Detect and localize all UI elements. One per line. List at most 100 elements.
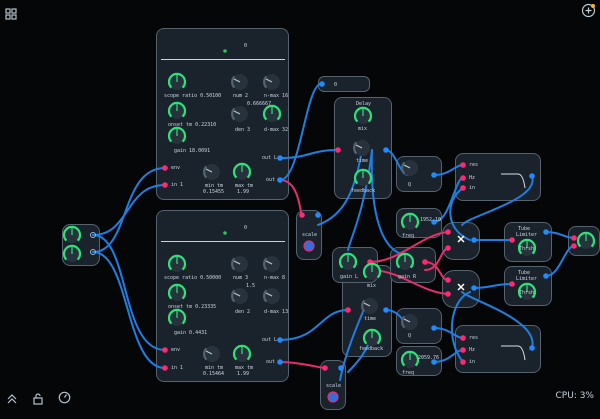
q-knob-bottom[interactable] [400, 312, 420, 332]
scale-top-port-2[interactable] [315, 212, 321, 218]
filter-top-in-port[interactable] [460, 185, 466, 191]
d-max-knob[interactable] [262, 286, 282, 306]
scope-ratio-label: scope ratio 0.50000 [164, 275, 222, 281]
scale-bot-port-2[interactable] [338, 365, 344, 371]
delay-mix-knob[interactable] [362, 262, 382, 282]
cpu-readout: CPU: 3% [555, 391, 594, 401]
filter-top-out-port[interactable] [529, 173, 535, 179]
den-knob[interactable] [230, 104, 250, 124]
out-port-l[interactable] [571, 235, 577, 241]
gain-l-knob[interactable] [338, 252, 358, 272]
filter-bot-hz-port[interactable] [460, 347, 466, 353]
display-line [161, 59, 285, 60]
scale-module-top[interactable] [296, 210, 322, 260]
max-tm-label: max tm [235, 365, 254, 371]
stereo-in-port-l[interactable] [90, 232, 96, 238]
d-max-knob[interactable] [262, 104, 282, 124]
q-label-top: Q [408, 182, 412, 188]
filter-module-bottom[interactable] [455, 325, 541, 373]
max-tm-knob[interactable] [232, 162, 252, 182]
lim-bot-in-port[interactable] [509, 281, 515, 287]
scope-ratio-knob[interactable] [167, 72, 187, 92]
delay-mix-knob[interactable] [353, 106, 373, 126]
gran-top-outl-port[interactable] [277, 155, 283, 161]
delay-top-out-port[interactable] [383, 147, 389, 153]
delay-bot-out-port[interactable] [383, 307, 389, 313]
multiply-module-bottom[interactable] [442, 270, 480, 308]
gauge-icon[interactable] [58, 389, 71, 408]
filter-top-res-port[interactable] [460, 162, 466, 168]
delay-top-in-port[interactable] [335, 147, 341, 153]
onset-tm-knob[interactable] [167, 283, 187, 303]
scale-top-port[interactable] [299, 212, 305, 218]
add-circle-icon[interactable] [581, 3, 596, 22]
min-tm-knob[interactable] [202, 162, 222, 182]
value-top-port[interactable] [319, 81, 325, 87]
num-knob[interactable] [230, 72, 250, 92]
scale-button-bottom[interactable] [327, 391, 339, 403]
freq-top-port[interactable] [431, 219, 437, 225]
gain-r-knob[interactable] [395, 252, 415, 272]
chevrons-up-icon[interactable] [6, 390, 18, 409]
q-bot-port[interactable] [431, 325, 437, 331]
n-max-label: n-max 8 [264, 275, 286, 281]
limiter-title-2: Limiter [516, 276, 538, 282]
mult-top-in-port-b[interactable] [445, 245, 451, 251]
mult-top-in-port-a[interactable] [445, 229, 451, 235]
lim-top-in-port[interactable] [509, 237, 515, 243]
gain-r-port[interactable] [422, 259, 428, 265]
lim-top-out-port[interactable] [543, 229, 549, 235]
gran-top-env-port[interactable] [162, 165, 168, 171]
gran-bot-outl-port[interactable] [277, 337, 283, 343]
scale-bot-port[interactable] [322, 365, 328, 371]
filter-module-top[interactable] [455, 153, 541, 201]
filter-bot-in-port[interactable] [460, 359, 466, 365]
gran-top-in-port[interactable] [162, 182, 168, 188]
lim-bot-out-port[interactable] [543, 273, 549, 279]
n-max-knob[interactable] [262, 72, 282, 92]
filter-bot-res-port[interactable] [460, 335, 466, 341]
freq-knob-bottom[interactable] [400, 350, 420, 370]
q-top-port[interactable] [431, 172, 437, 178]
delay-bot-in-port[interactable] [345, 307, 351, 313]
grid-icon[interactable] [5, 5, 17, 24]
gain-knob[interactable] [167, 308, 187, 328]
gran-bot-env-port[interactable] [162, 347, 168, 353]
input-gain-knob-r[interactable] [62, 244, 82, 264]
max-tm-knob[interactable] [232, 344, 252, 364]
gain-knob[interactable] [167, 126, 187, 146]
min-tm-value: 0.15455 [203, 189, 225, 195]
filter-top-hz-port[interactable] [460, 175, 466, 181]
gran-bot-in-port[interactable] [162, 365, 168, 371]
freq-bot-port[interactable] [431, 359, 437, 365]
mult-bot-in-port-b[interactable] [445, 291, 451, 297]
q-knob-top[interactable] [400, 158, 420, 178]
input-gain-knob-l[interactable] [62, 225, 82, 245]
delay-time-knob[interactable] [352, 138, 372, 158]
d-max-label: d-max 32 [264, 127, 289, 133]
filter-bot-out-port[interactable] [529, 345, 535, 351]
min-tm-knob[interactable] [202, 344, 222, 364]
gran-top-outr-port[interactable] [277, 177, 283, 183]
delay-time-knob[interactable] [360, 296, 380, 316]
out-r-label: out [266, 177, 276, 183]
scale-button-top[interactable] [303, 240, 315, 252]
mult-bot-in-port-a[interactable] [445, 277, 451, 283]
output-gain-knob[interactable] [576, 231, 596, 251]
filter-hz-label: Hz [469, 175, 476, 181]
n-max-knob[interactable] [262, 254, 282, 274]
out-port-r[interactable] [571, 243, 577, 249]
n-max-label: n-max 16 [264, 93, 289, 99]
mult-bot-out-port[interactable] [471, 285, 477, 291]
mult-top-out-port[interactable] [471, 237, 477, 243]
stereo-in-port-r[interactable] [90, 249, 96, 255]
lock-icon[interactable] [32, 390, 44, 409]
delay-feedback-knob[interactable] [362, 328, 382, 348]
den-knob[interactable] [230, 286, 250, 306]
scope-ratio-knob[interactable] [167, 254, 187, 274]
gran-bot-outr-port[interactable] [277, 359, 283, 365]
delay-feedback-knob[interactable] [353, 168, 373, 188]
freq-knob-top[interactable] [400, 212, 420, 232]
onset-tm-knob[interactable] [167, 101, 187, 121]
num-knob[interactable] [230, 254, 250, 274]
